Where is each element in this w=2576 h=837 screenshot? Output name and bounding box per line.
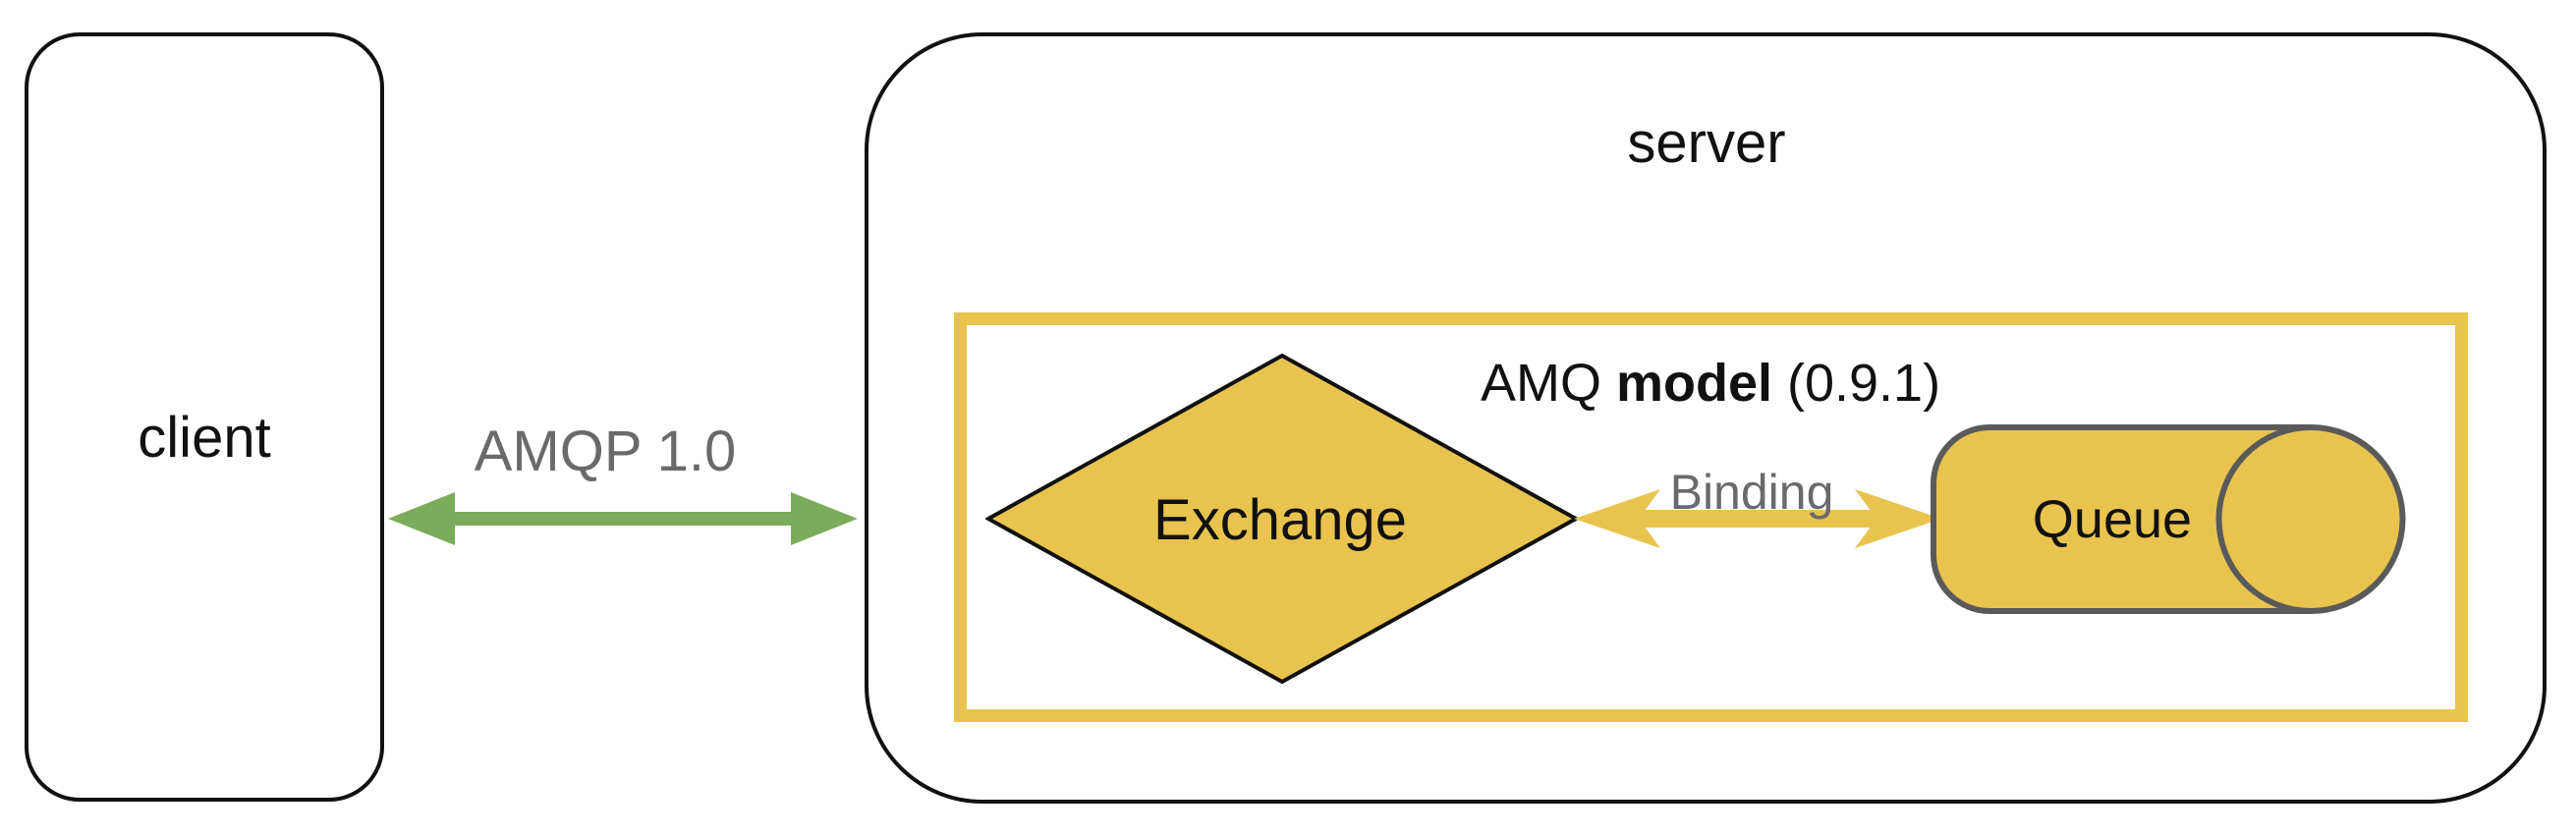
exchange-diamond-icon: [985, 353, 1579, 685]
amq-model-title-bold: model: [1615, 354, 1772, 413]
binding-arrow-left-head: [1574, 489, 1660, 548]
amqp-connection-label: AMQP 1.0: [474, 419, 737, 483]
queue-label: Queue: [2032, 490, 2193, 549]
exchange-label: Exchange: [1153, 488, 1407, 552]
amq-model-title-prefix: AMQ: [1480, 354, 1616, 413]
amqp-bidirectional-arrow-icon: [388, 492, 858, 545]
amqp-arrow-shape: [388, 492, 858, 545]
binding-bidirectional-arrow-icon: [1574, 489, 1941, 548]
binding-arrow-right-head: [1855, 489, 1941, 548]
queue-cylinder-body: [1931, 424, 2311, 614]
client-label: client: [138, 406, 271, 470]
client-box: [25, 32, 384, 802]
server-label: server: [1627, 111, 1786, 175]
exchange-diamond-shape: [985, 353, 1579, 685]
amq-model-title: AMQ model (0.9.1): [1481, 357, 1940, 410]
queue-cylinder-end-cap: [2215, 424, 2406, 614]
amq-model-title-suffix: (0.9.1): [1771, 354, 1941, 413]
binding-label: Binding: [1669, 465, 1834, 520]
queue-cylinder-icon: [1931, 424, 2406, 614]
binding-arrow-shaft: [1631, 510, 1884, 528]
